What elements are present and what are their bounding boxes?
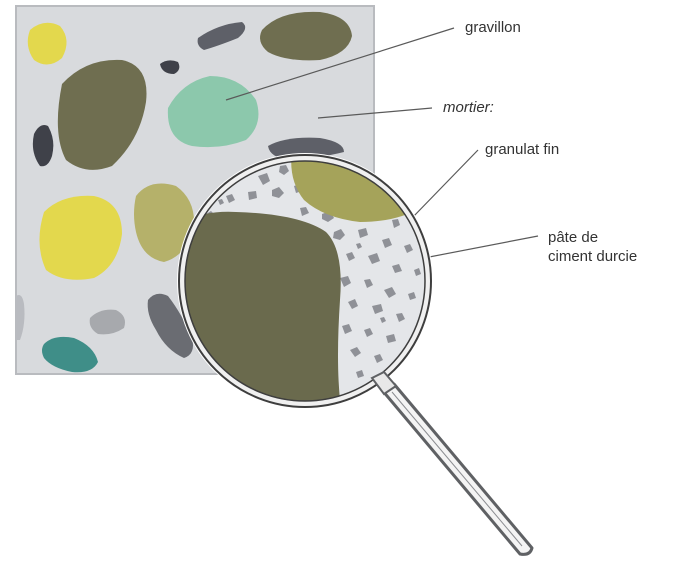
label-pate-line2: ciment durcie <box>548 247 637 266</box>
gravel-yellow-top <box>28 23 67 65</box>
label-gravillon: gravillon <box>465 18 521 37</box>
leader-pate <box>424 236 538 258</box>
magnified-gravel-olive <box>170 212 341 410</box>
label-granulat-fin: granulat fin <box>485 140 559 159</box>
label-pate-de-ciment: pâte de ciment durcie <box>548 228 637 266</box>
leader-granulat-fin <box>412 150 478 218</box>
label-mortier: mortier: <box>443 98 494 117</box>
label-pate-line1: pâte de <box>548 228 637 247</box>
magnifier-handle <box>382 384 532 554</box>
